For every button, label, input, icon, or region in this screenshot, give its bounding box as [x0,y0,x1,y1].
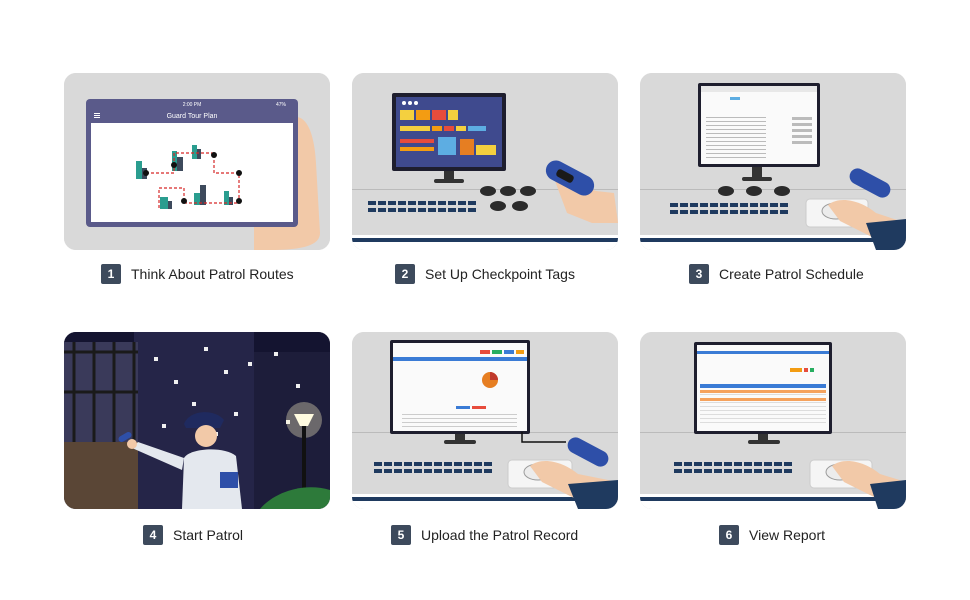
step-label: Think About Patrol Routes [131,266,294,282]
step-3-card [640,73,906,250]
keyboard [374,462,492,473]
step-label: View Report [749,527,826,543]
tablet-screen [91,123,293,222]
checkpoint-tags [718,186,790,196]
tablet-title: Guard Tour Plan [167,113,218,120]
view-report-illustration [640,332,906,509]
tablet-battery: 47% [276,102,287,108]
patrol-scanner [567,437,609,467]
step-number-badge: 5 [391,525,411,545]
step-6-caption: 6 View Report [719,524,825,546]
tablet-route-illustration: 2:00 PM 47% Guard Tour Plan [64,73,330,250]
checkpoint-tags [480,186,536,211]
keyboard [670,203,788,214]
step-6-card [640,332,906,509]
security-guard [118,412,242,509]
patrol-scanner [118,432,132,442]
step-label: Start Patrol [173,527,244,543]
step-4-card [64,332,330,509]
step-number-badge: 4 [143,525,163,545]
step-number-badge: 6 [719,525,739,545]
patrol-scanner [849,168,891,198]
step-1-card: 2:00 PM 47% Guard Tour Plan [64,73,330,250]
upload-record-illustration [352,332,618,509]
step-3-caption: 3 Create Patrol Schedule [689,263,864,285]
step-number-badge: 2 [395,264,415,284]
step-2-caption: 2 Set Up Checkpoint Tags [395,263,575,285]
step-number-badge: 3 [689,264,709,284]
tablet-time: 2:00 PM [183,102,202,108]
step-number-badge: 1 [101,264,121,284]
street-lamp [294,414,314,426]
keyboard [674,462,792,473]
checkpoint-setup-illustration [352,73,618,250]
step-2-card [352,73,618,250]
schedule-illustration [640,73,906,250]
step-4-caption: 4 Start Patrol [143,524,243,546]
step-label: Set Up Checkpoint Tags [425,266,575,282]
start-patrol-illustration [64,332,330,509]
step-5-caption: 5 Upload the Patrol Record [391,524,578,546]
step-5-card [352,332,618,509]
keyboard [368,201,476,212]
desk-stripe [352,238,618,242]
step-1-caption: 1 Think About Patrol Routes [101,263,294,285]
step-label: Upload the Patrol Record [421,527,579,543]
usb-cable [521,432,566,443]
menu-icon [94,113,100,118]
step-label: Create Patrol Schedule [719,266,864,282]
